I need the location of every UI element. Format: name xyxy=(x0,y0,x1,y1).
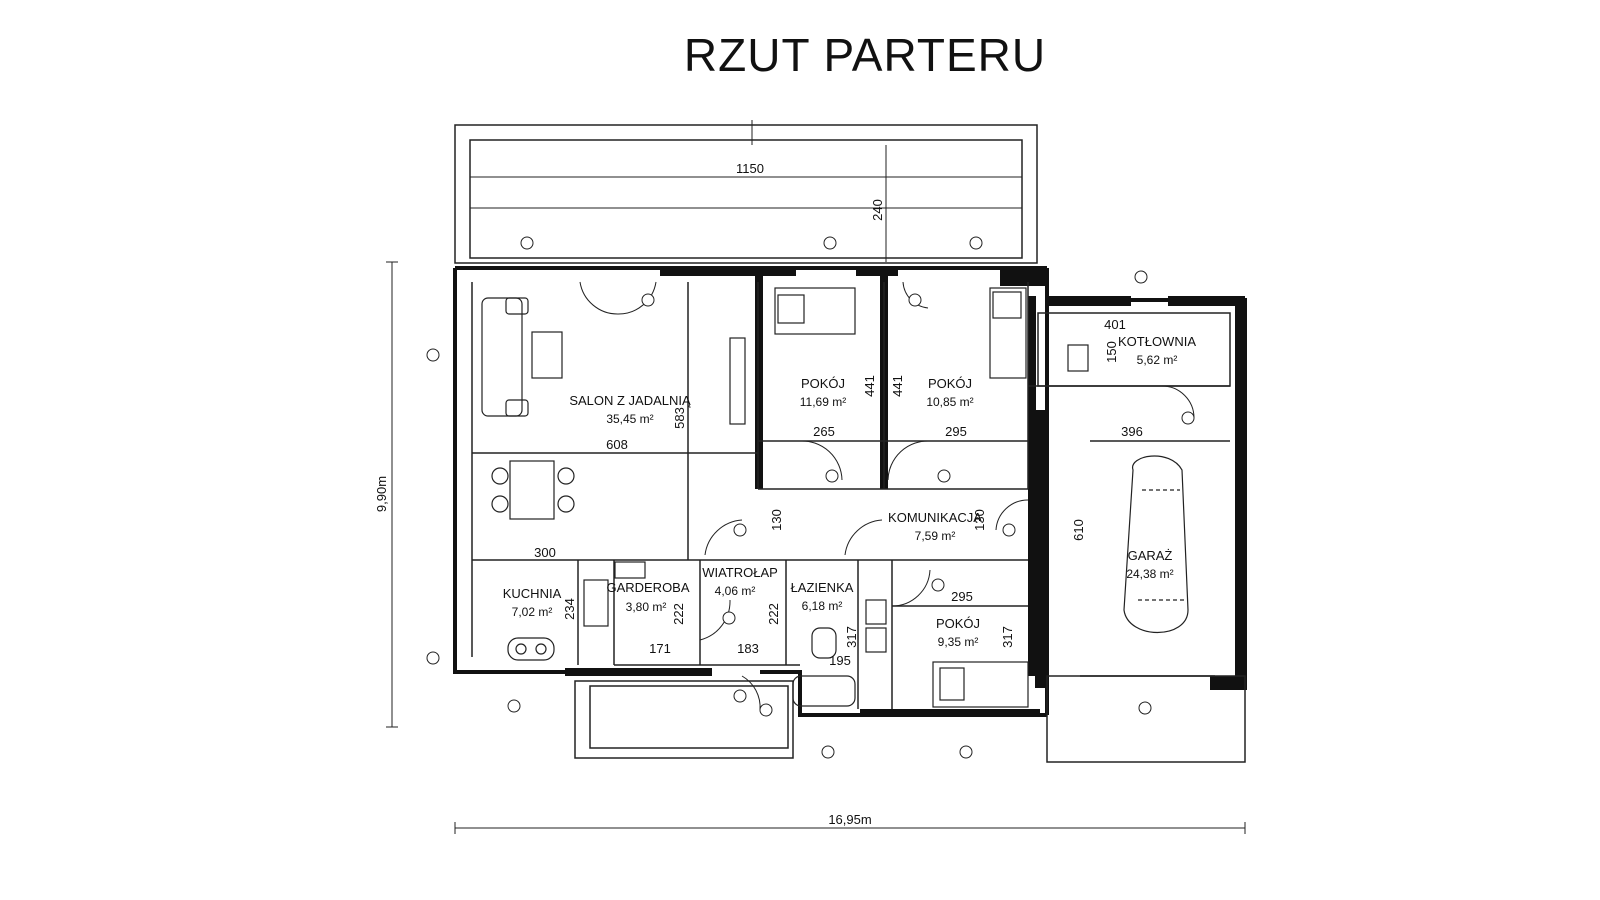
terrace-depth-label: 240 xyxy=(870,199,885,221)
room-name-wiatrolap: WIATROŁAP xyxy=(702,565,778,580)
opening-tags xyxy=(426,236,1195,759)
room-name-pokoj2: POKÓJ xyxy=(928,376,972,391)
room-name-pokoj1: POKÓJ xyxy=(801,376,845,391)
dim-total-height: 9,90m xyxy=(374,476,389,512)
dim-garderoba-width: 171 xyxy=(649,641,671,656)
room-area-kotlownia: 5,62 m² xyxy=(1137,353,1178,367)
room-area-garaz: 24,38 m² xyxy=(1126,567,1173,581)
dim-salon-depth: 583 xyxy=(672,407,687,429)
dim-pokoj3-depth: 317 xyxy=(1000,626,1015,648)
dim-pokoj1-depth: 441 xyxy=(862,375,877,397)
room-name-kotlownia: KOTŁOWNIA xyxy=(1118,334,1196,349)
dim-corridor-b: 130 xyxy=(972,509,987,531)
dim-corridor-a: 130 xyxy=(769,509,784,531)
drawing-title: RZUT PARTERU xyxy=(683,29,1047,81)
room-area-pokoj2: 10,85 m² xyxy=(926,395,973,409)
dim-wiatrolap-depth: 222 xyxy=(766,603,781,625)
dim-garaz-width: 396 xyxy=(1121,424,1143,439)
overall-dimensions xyxy=(386,261,1246,834)
room-area-wiatrolap: 4,06 m² xyxy=(715,584,756,598)
dim-pokoj2-depth: 441 xyxy=(890,375,905,397)
room-area-salon: 35,45 m² xyxy=(606,412,653,426)
room-name-salon: SALON Z JADALNIĄ xyxy=(569,393,691,408)
door-swings xyxy=(579,281,1195,711)
room-area-garderoba: 3,80 m² xyxy=(626,600,667,614)
interior-walls xyxy=(471,282,1231,709)
terrace-dimension-line xyxy=(469,120,1023,262)
room-name-lazienka: ŁAZIENKA xyxy=(791,580,854,595)
dim-garderoba-depth: 222 xyxy=(671,603,686,625)
terrace xyxy=(454,124,1038,264)
dim-salon-width: 608 xyxy=(606,437,628,452)
dim-kuchnia-width: 300 xyxy=(534,545,556,560)
dim-pokoj3-width: 295 xyxy=(951,589,973,604)
room-area-lazienka: 6,18 m² xyxy=(802,599,843,613)
room-name-garderoba: GARDEROBA xyxy=(606,580,689,595)
dim-kotlownia-depth: 150 xyxy=(1104,341,1119,363)
room-name-garaz: GARAŻ xyxy=(1128,548,1173,563)
room-name-kuchnia: KUCHNIA xyxy=(503,586,562,601)
dim-total-width: 16,95m xyxy=(828,812,871,827)
room-area-pokoj1: 11,69 m² xyxy=(800,395,846,409)
terrace-width-label: 1150 xyxy=(736,161,764,176)
furniture xyxy=(481,287,1189,708)
dim-pokoj1-width: 265 xyxy=(813,424,835,439)
dim-kuchnia-depth: 234 xyxy=(562,598,577,620)
room-area-pokoj3: 9,35 m² xyxy=(938,635,979,649)
dim-garaz-depth: 610 xyxy=(1071,519,1086,541)
dim-wiatrolap-width: 183 xyxy=(737,641,759,656)
dim-lazienka-width: 195 xyxy=(829,653,851,668)
room-name-komunikacja: KOMUNIKACJA xyxy=(888,510,982,525)
room-area-kuchnia: 7,02 m² xyxy=(512,605,553,619)
dim-kotlownia-width: 401 xyxy=(1104,317,1126,332)
dim-pokoj2-width: 295 xyxy=(945,424,967,439)
garage-outline xyxy=(574,675,1246,763)
room-area-komunikacja: 7,59 m² xyxy=(915,529,956,543)
dim-lazienka-depth: 317 xyxy=(844,626,859,648)
room-name-pokoj3: POKÓJ xyxy=(936,616,980,631)
